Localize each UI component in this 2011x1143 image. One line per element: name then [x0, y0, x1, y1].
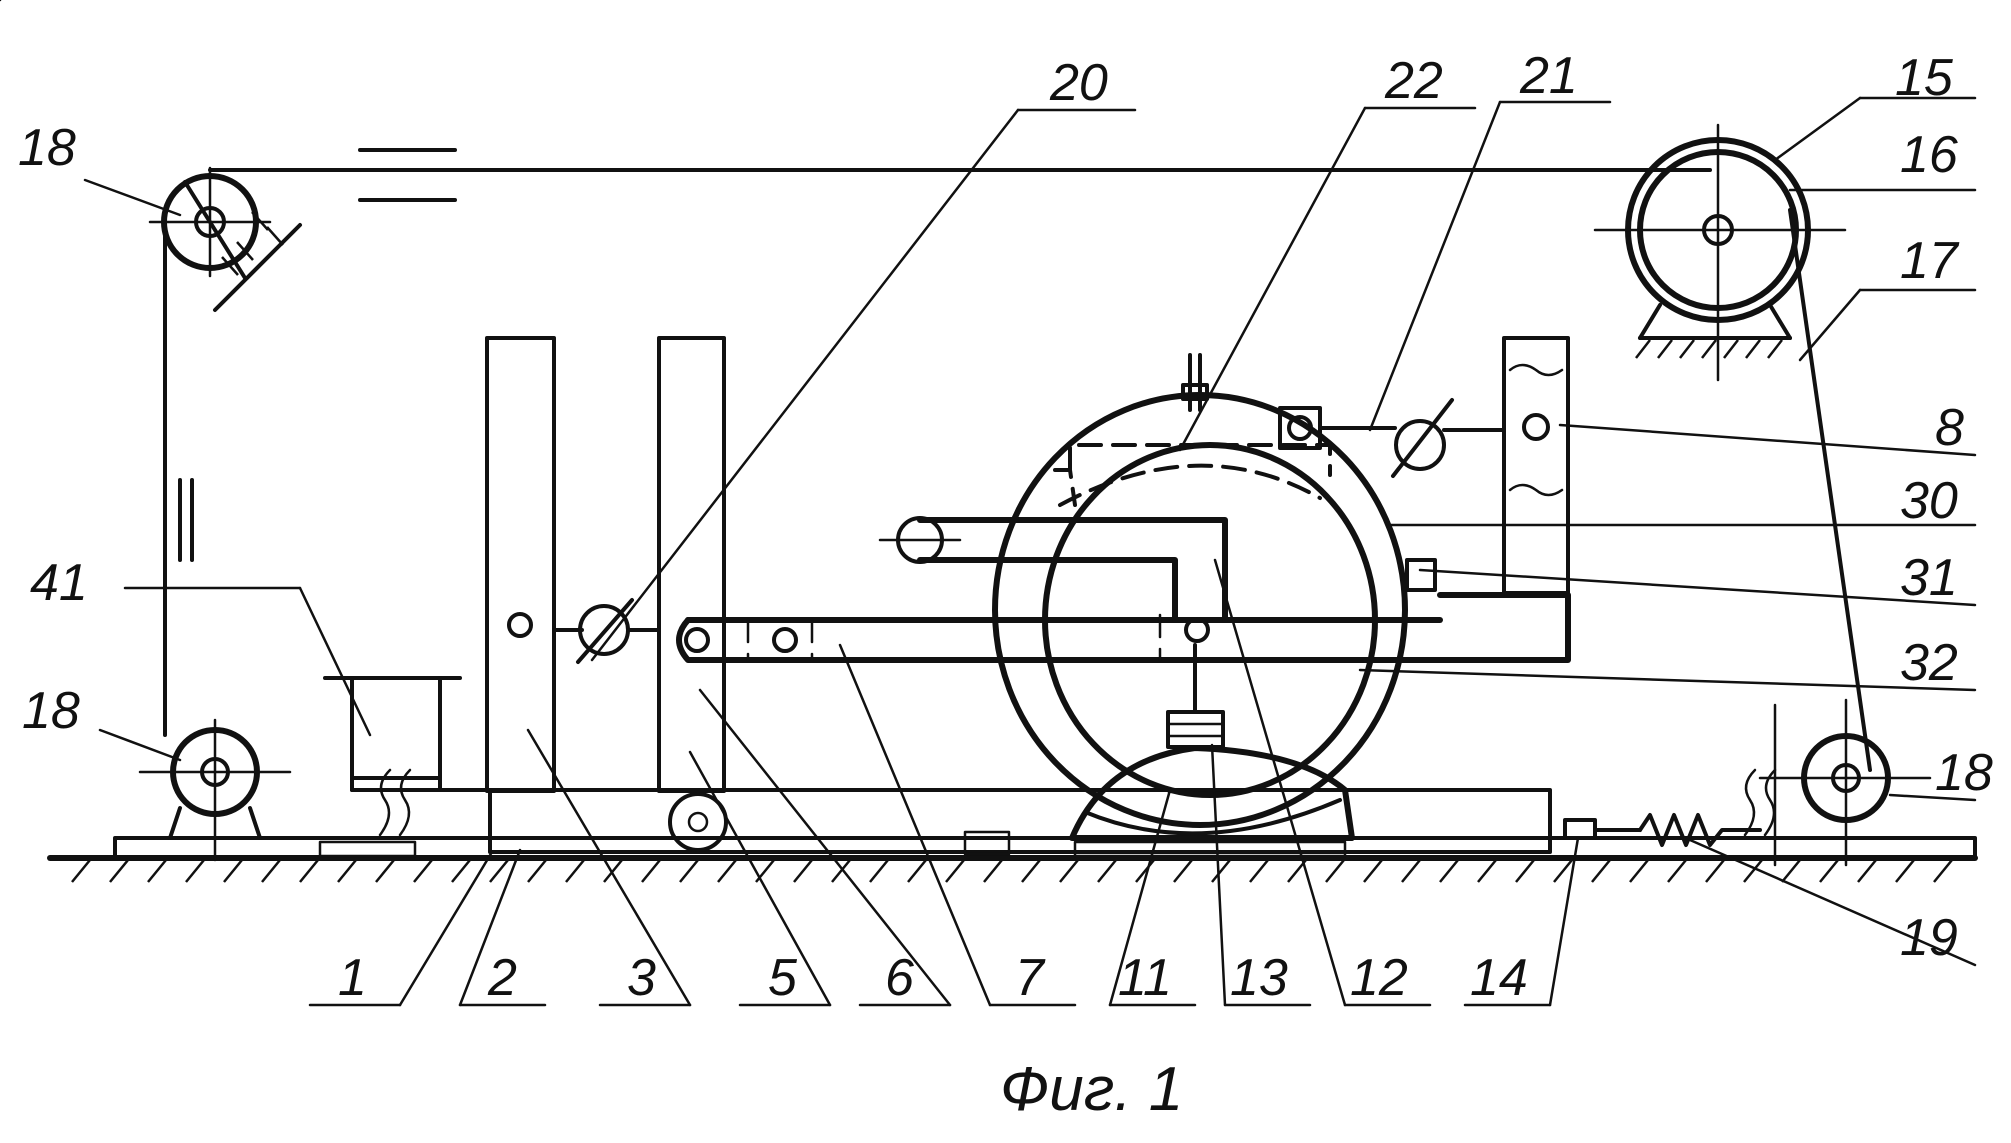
pulley-18-top-left — [150, 168, 300, 310]
label-20: 20 — [1049, 54, 1108, 112]
label-18-top: 18 — [18, 119, 76, 177]
hatch-mark — [1592, 860, 1610, 882]
hatch-mark — [300, 860, 318, 882]
hatch-mark — [414, 860, 432, 882]
hatch-mark — [1630, 860, 1648, 882]
label-2: 2 — [487, 949, 517, 1007]
label-41: 41 — [30, 554, 88, 612]
hatch-mark — [1896, 860, 1914, 882]
hatch-mark — [870, 860, 888, 882]
hatch-mark — [1724, 340, 1738, 358]
hatch-mark — [1060, 860, 1078, 882]
hatch-mark — [72, 860, 90, 882]
label-16: 16 — [1900, 126, 1958, 184]
hatch-mark — [262, 860, 280, 882]
hatch-mark — [718, 860, 736, 882]
hatch-mark — [642, 860, 660, 882]
hatch-mark — [338, 860, 356, 882]
hatch-mark — [528, 860, 546, 882]
label-31: 31 — [1900, 549, 1958, 607]
ground — [50, 858, 1975, 882]
hatch-mark — [1636, 340, 1650, 358]
hatch-mark — [1668, 860, 1686, 882]
hatch-mark — [794, 860, 812, 882]
hatch-mark — [110, 860, 128, 882]
hatch-mark — [1478, 860, 1496, 882]
hatch-mark — [1820, 860, 1838, 882]
label-12: 12 — [1350, 949, 1408, 1007]
drum-assembly — [995, 355, 1405, 825]
label-14: 14 — [1470, 949, 1528, 1007]
hatch-mark — [1174, 860, 1192, 882]
label-6: 6 — [885, 949, 914, 1007]
label-5: 5 — [768, 949, 798, 1007]
label-15: 15 — [1895, 49, 1954, 107]
column-5 — [659, 338, 726, 850]
hatch-mark — [680, 860, 698, 882]
label-17: 17 — [1900, 232, 1960, 290]
hatch-mark — [1658, 340, 1672, 358]
arm-12 — [880, 518, 1225, 660]
hatch-mark — [490, 860, 508, 882]
hatch-mark — [1768, 340, 1782, 358]
hatch-mark — [186, 860, 204, 882]
hatch-mark — [1554, 860, 1572, 882]
label-21: 21 — [1519, 47, 1578, 105]
hatch-mark — [1440, 860, 1458, 882]
hatch-mark — [1680, 340, 1694, 358]
lever-7 — [679, 595, 1568, 660]
label-30: 30 — [1900, 472, 1958, 530]
label-13: 13 — [1230, 949, 1288, 1007]
hatch-mark — [1402, 860, 1420, 882]
spring-gauge-20 — [554, 600, 659, 662]
hatch-mark — [376, 860, 394, 882]
hatch-mark — [1516, 860, 1534, 882]
hatch-mark — [148, 860, 166, 882]
hatch-mark — [1934, 860, 1952, 882]
hatch-mark — [1212, 860, 1230, 882]
hatch-mark — [946, 860, 964, 882]
label-7: 7 — [1015, 949, 1046, 1007]
hatch-mark — [1022, 860, 1040, 882]
hatch-mark — [1782, 860, 1800, 882]
rope-top — [210, 150, 1710, 200]
column-3 — [487, 338, 554, 791]
bracket-8 — [1280, 338, 1568, 593]
label-18-right: 18 — [1935, 744, 1993, 802]
hatch-mark — [1858, 860, 1876, 882]
hatch-mark — [1746, 340, 1760, 358]
hatch-mark — [984, 860, 1002, 882]
label-22: 22 — [1384, 52, 1443, 110]
hatch-mark — [566, 860, 584, 882]
label-18-left: 18 — [22, 682, 80, 740]
label-32: 32 — [1900, 634, 1958, 692]
hatch-mark — [224, 860, 242, 882]
hatch-mark — [1250, 860, 1268, 882]
hatch-mark — [1326, 860, 1344, 882]
hatch-mark — [908, 860, 926, 882]
label-1: 1 — [338, 949, 367, 1007]
hatch-mark — [832, 860, 850, 882]
platform-2 — [490, 790, 1550, 854]
pulley-18-bottom-right — [1760, 700, 1930, 865]
hatch-mark — [1706, 860, 1724, 882]
hatch-mark — [1098, 860, 1116, 882]
hatch-mark — [1702, 340, 1716, 358]
label-11: 11 — [1118, 949, 1172, 1007]
label-8: 8 — [1935, 399, 1964, 457]
label-3: 3 — [627, 949, 656, 1007]
spring-19 — [1565, 815, 1760, 845]
hatch-mark — [452, 860, 470, 882]
hatch-mark — [1364, 860, 1382, 882]
figure-caption: Фиг. 1 — [1000, 1055, 1183, 1124]
label-19: 19 — [1900, 909, 1958, 967]
